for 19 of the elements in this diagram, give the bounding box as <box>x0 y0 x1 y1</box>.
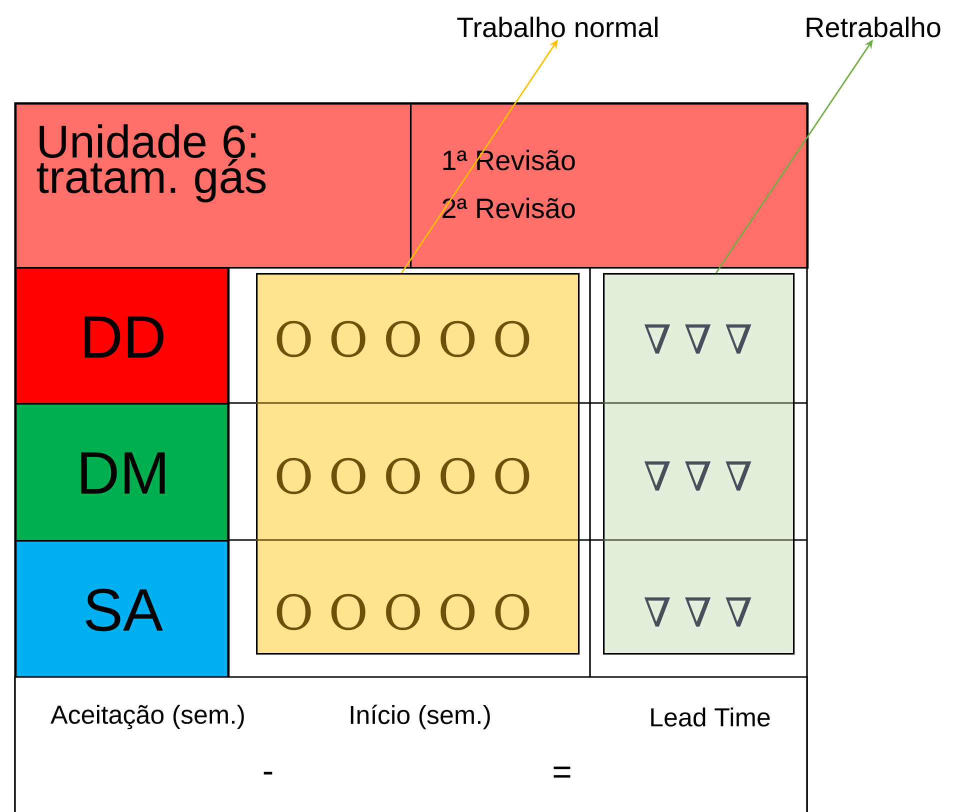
circle-symbols: O O O O O <box>276 458 530 494</box>
circle-symbols: O O O O O <box>276 594 530 630</box>
circle-symbols: O O O O O <box>276 320 530 358</box>
row-label: DD <box>84 316 164 358</box>
row-label: DM <box>81 452 165 494</box>
triangle-symbols: ∇ ∇ ∇ <box>644 324 752 354</box>
row-label: SA <box>86 588 163 632</box>
operator-sign: = <box>554 766 570 778</box>
callout-text: Retrabalho <box>806 16 940 38</box>
column-heading: Início (sem.) <box>350 704 490 730</box>
revision-text: 2ª Revisão <box>442 198 575 218</box>
column-heading: Aceitação (sem.) <box>50 704 244 730</box>
callout-text: Trabalho normal <box>457 16 658 38</box>
column-heading: Lead Time <box>651 707 770 727</box>
triangle-symbols: ∇ ∇ ∇ <box>644 461 752 491</box>
triangle-symbols: ∇ ∇ ∇ <box>644 597 752 627</box>
header-title: Unidade 6: tratam. gás <box>36 124 266 202</box>
operator-sign: - <box>264 772 272 774</box>
revision-text: 1ª Revisão <box>443 150 575 170</box>
